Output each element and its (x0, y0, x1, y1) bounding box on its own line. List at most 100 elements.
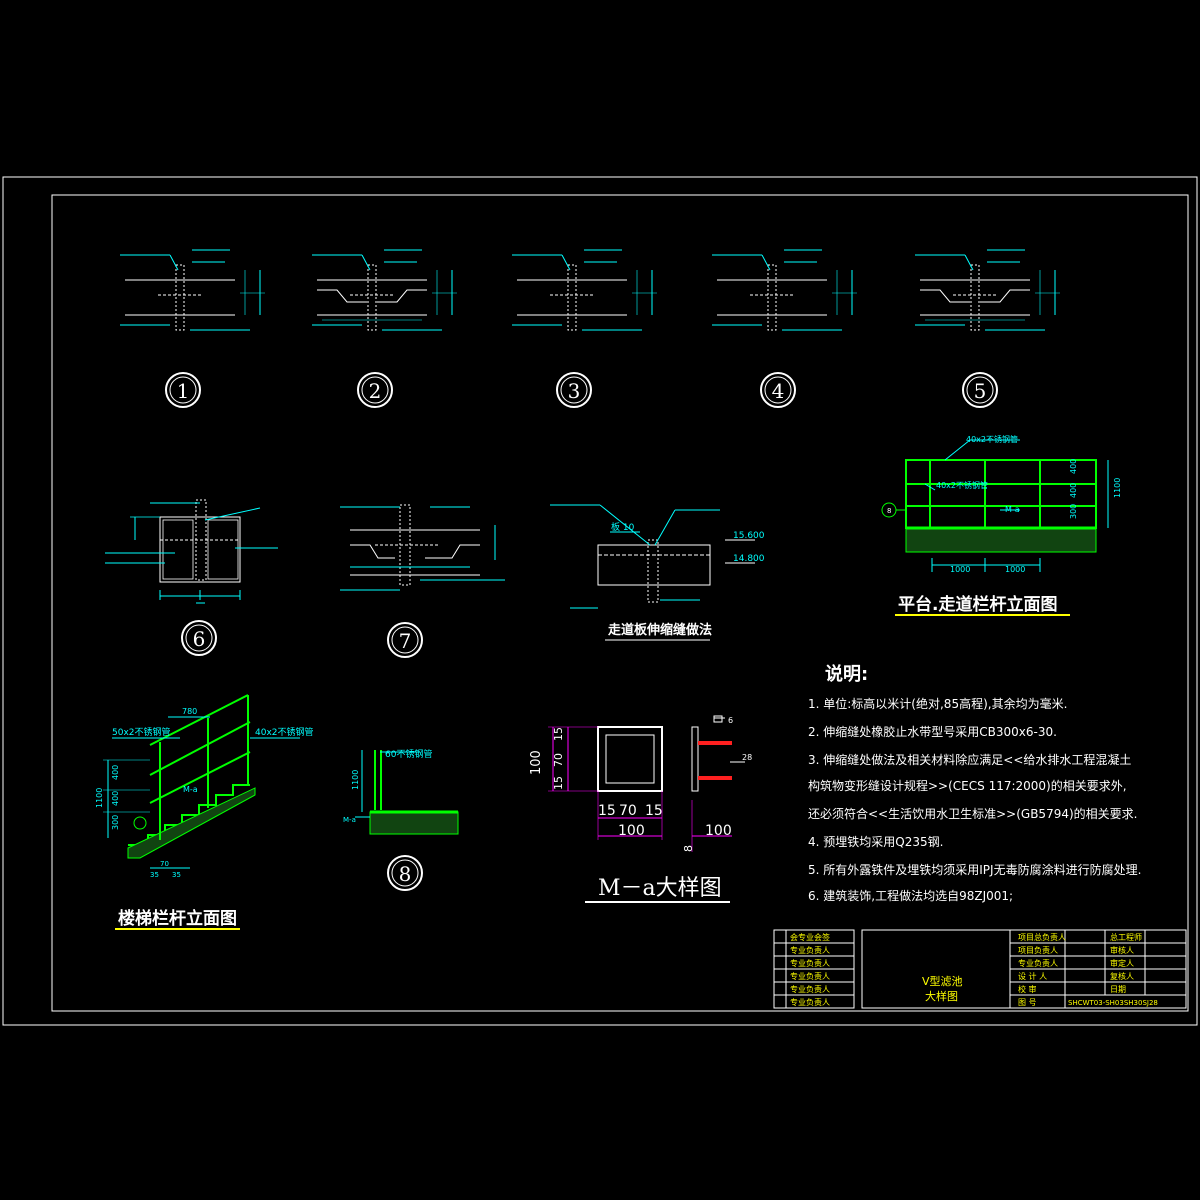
svg-text:审核人: 审核人 (1110, 945, 1134, 955)
svg-text:50x2不锈钢管: 50x2不锈钢管 (112, 726, 171, 738)
detail-label-4: 4 (760, 372, 796, 408)
svg-text:1100: 1100 (95, 788, 104, 808)
outer-frame (2, 176, 1198, 1026)
detail-6-drawing (105, 499, 278, 604)
svg-text:4: 4 (772, 379, 785, 403)
svg-text:1100: 1100 (1113, 478, 1122, 498)
detail-7-drawing (340, 504, 505, 591)
note-3: 3. 伸缩缝处做法及相关材料除应满足<<给水排水工程混凝土 (808, 752, 1131, 767)
svg-text:楼梯栏杆立面图: 楼梯栏杆立面图 (118, 908, 237, 929)
note-4: 4. 预埋铁均采用Q235钢. (808, 835, 943, 849)
svg-text:项目总负责人: 项目总负责人 (1018, 932, 1066, 942)
svg-text:专业负责人: 专业负责人 (790, 958, 830, 968)
svg-text:2: 2 (369, 379, 382, 403)
joint-detail-3 (512, 249, 657, 331)
svg-text:15: 15 (552, 776, 565, 790)
svg-text:35: 35 (150, 871, 159, 879)
note-2: 2. 伸缩缝处橡胶止水带型号采用CB300x6-30. (808, 724, 1057, 739)
joint-detail-2 (312, 249, 457, 331)
svg-text:V型滤池: V型滤池 (922, 974, 963, 988)
note-3c: 还必须符合<<生活饮用水卫生标准>>(GB5794)的相关要求. (808, 806, 1137, 821)
svg-text:校 审: 校 审 (1018, 984, 1037, 994)
svg-text:1000: 1000 (950, 565, 970, 574)
svg-text:15.600: 15.600 (733, 531, 765, 541)
svg-text:400: 400 (111, 791, 120, 806)
joint-detail-1 (120, 249, 265, 331)
note-5: 5. 所有外露铁件及埋铁均须采用IPJ无毒防腐涂料进行防腐处理. (808, 862, 1141, 877)
svg-text:6: 6 (728, 716, 733, 725)
inner-frame (51, 194, 1189, 1012)
svg-text:70: 70 (619, 803, 637, 819)
joint-details-top-row (120, 249, 1060, 331)
svg-text:专业负责人: 专业负责人 (790, 997, 830, 1007)
svg-text:1: 1 (177, 379, 190, 403)
ma-detail-drawing: 100 15 70 15 15 70 15 100 100 8 6 28 M－a… (529, 715, 752, 903)
svg-text:总工程师: 总工程师 (1110, 932, 1142, 942)
svg-text:5: 5 (974, 379, 987, 403)
svg-text:8: 8 (399, 862, 412, 886)
svg-text:40x2不锈钢管: 40x2不锈钢管 (936, 480, 988, 490)
svg-text:M-a: M-a (343, 816, 356, 824)
svg-text:400: 400 (1069, 459, 1078, 474)
note-6: 6. 建筑装饰,工程做法均选自98ZJ001; (808, 888, 1013, 903)
svg-text:大样图: 大样图 (925, 989, 958, 1003)
svg-text:M－a大样图: M－a大样图 (598, 876, 722, 901)
svg-text:项目负责人: 项目负责人 (1018, 945, 1058, 955)
note-1: 1. 单位:标高以米计(绝对,85高程),其余均为毫米. (808, 696, 1067, 711)
notes-block: 说明: 1. 单位:标高以米计(绝对,85高程),其余均为毫米. 2. 伸缩缝处… (808, 663, 1141, 903)
svg-text:走道板伸缩缝做法: 走道板伸缩缝做法 (608, 622, 712, 638)
svg-text:28: 28 (742, 753, 752, 762)
svg-text:100: 100 (705, 823, 732, 839)
notes-heading: 说明: (825, 663, 868, 685)
walkway-joint-drawing: 板 10 15.600 14.800 走道板伸缩缝做法 (550, 504, 765, 641)
detail-label-6: 6 (181, 620, 217, 656)
svg-text:6: 6 (193, 627, 206, 651)
svg-text:1100: 1100 (351, 770, 360, 790)
svg-text:14.800: 14.800 (733, 554, 765, 564)
svg-text:1000: 1000 (1005, 565, 1025, 574)
detail-label-1: 1 (165, 372, 201, 408)
detail-8-drawing: 60不锈钢管 1100 M-a (343, 748, 459, 835)
svg-text:780: 780 (182, 707, 197, 716)
svg-text:15: 15 (552, 727, 565, 741)
svg-text:板 10: 板 10 (611, 521, 635, 533)
svg-text:300: 300 (1069, 504, 1078, 519)
detail-label-8: 8 (387, 855, 423, 891)
svg-text:35: 35 (172, 871, 181, 879)
joint-detail-4 (712, 249, 857, 331)
svg-text:SHCWT03-SH03SH30SJ28: SHCWT03-SH03SH30SJ28 (1068, 999, 1158, 1007)
svg-text:8: 8 (887, 507, 891, 515)
svg-text:8: 8 (682, 845, 695, 852)
detail-label-3: 3 (556, 372, 592, 408)
svg-text:15: 15 (598, 803, 616, 819)
svg-text:设 计 人: 设 计 人 (1018, 971, 1047, 981)
svg-text:100: 100 (529, 750, 544, 775)
svg-text:40x2不锈钢管: 40x2不锈钢管 (255, 726, 314, 738)
svg-text:15: 15 (645, 803, 663, 819)
svg-text:日期: 日期 (1110, 985, 1126, 994)
note-3b: 构筑物变形缝设计规程>>(CECS 117:2000)的相关要求外, (808, 778, 1127, 793)
svg-text:70: 70 (552, 753, 565, 767)
svg-text:专业负责人: 专业负责人 (790, 971, 830, 981)
svg-text:100: 100 (618, 823, 645, 839)
svg-text:M-a: M-a (1005, 505, 1020, 514)
svg-text:60不锈钢管: 60不锈钢管 (385, 748, 432, 760)
stair-railing-drawing: 780 50x2不锈钢管 40x2不锈钢管 400 400 300 1100 M… (95, 694, 314, 930)
detail-label-7: 7 (387, 622, 423, 658)
svg-text:专业负责人: 专业负责人 (790, 984, 830, 994)
svg-text:400: 400 (111, 765, 120, 780)
title-block: 会专业会签 专业负责人 专业负责人 专业负责人 专业负责人 专业负责人 V型滤池… (773, 929, 1187, 1009)
svg-text:专业负责人: 专业负责人 (790, 945, 830, 955)
svg-text:40x2不锈钢管: 40x2不锈钢管 (966, 434, 1018, 444)
svg-text:复核人: 复核人 (1110, 971, 1134, 981)
svg-text:7: 7 (399, 629, 412, 653)
svg-text:图 号: 图 号 (1018, 998, 1037, 1007)
svg-text:70: 70 (160, 860, 169, 868)
joint-detail-5 (915, 249, 1060, 331)
svg-text:平台.走道栏杆立面图: 平台.走道栏杆立面图 (898, 594, 1057, 615)
svg-text:专业负责人: 专业负责人 (1018, 958, 1058, 968)
platform-railing-drawing: 40x2不锈钢管 40x2不锈钢管 400 400 300 1100 1000 … (881, 434, 1122, 616)
svg-text:审定人: 审定人 (1110, 958, 1134, 968)
svg-text:300: 300 (111, 815, 120, 830)
